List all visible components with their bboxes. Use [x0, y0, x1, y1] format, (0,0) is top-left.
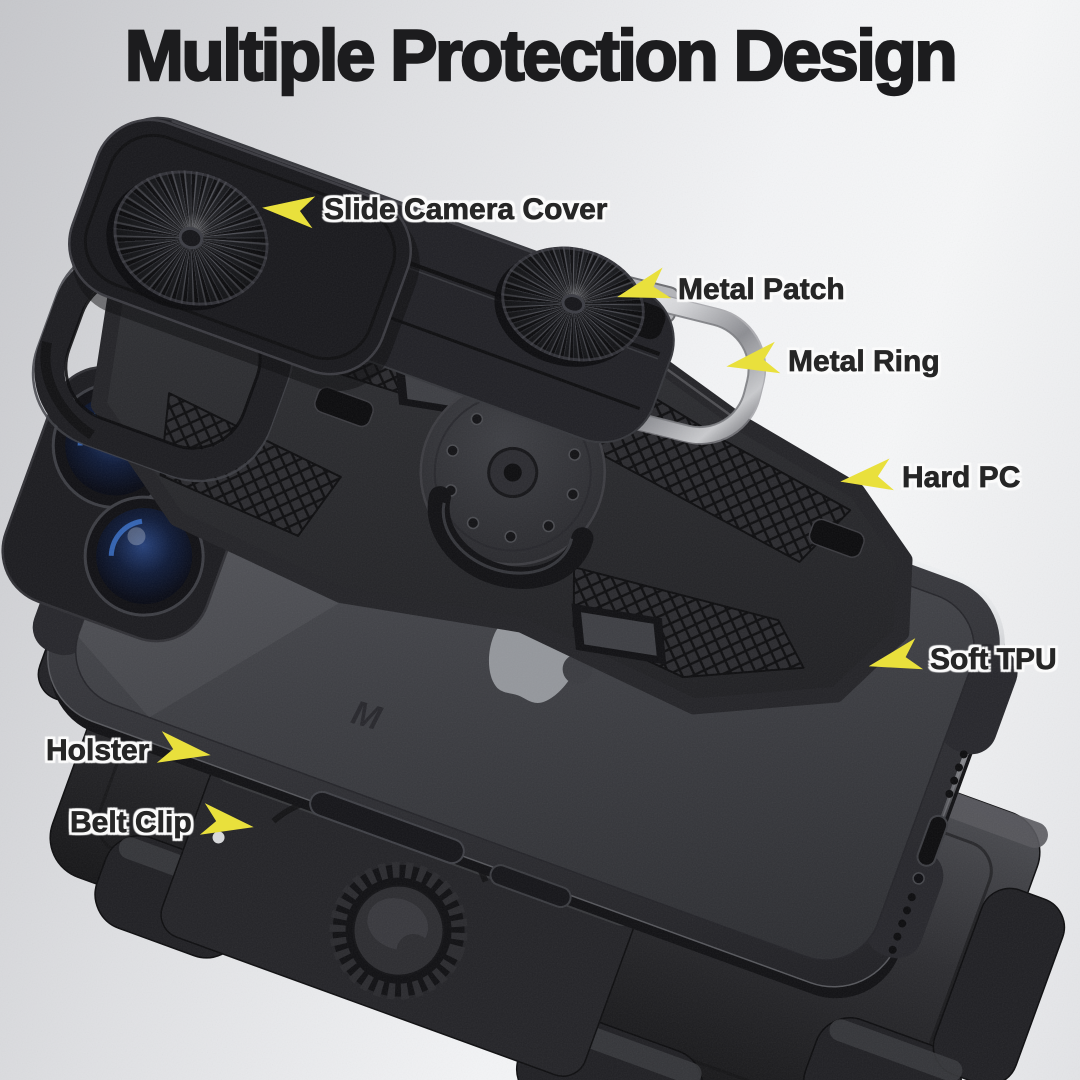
arrow-left-icon	[726, 341, 781, 374]
callout-label: Slide Camera Cover	[324, 193, 608, 227]
arrow-left-icon	[617, 267, 672, 299]
arrow-left-icon	[840, 458, 894, 491]
callout-label: Metal Patch	[678, 273, 845, 307]
callout-metal-patch: Metal Patch	[616, 267, 845, 308]
callout-label: Soft TPU	[930, 643, 1057, 677]
arrow-left-icon	[868, 638, 924, 670]
callout-label: Belt Clip	[70, 806, 192, 840]
callout-label: Holster	[46, 734, 150, 768]
callout-holster: Holster	[46, 731, 212, 769]
callout-slide-camera-cover: Slide Camera Cover	[262, 192, 608, 229]
arrow-left-icon	[262, 196, 316, 229]
callout-label: Hard PC	[902, 461, 1021, 495]
callout-metal-ring: Metal Ring	[726, 341, 940, 380]
arrow-right-icon	[157, 731, 212, 763]
callout-label: Metal Ring	[788, 345, 940, 379]
callout-hard-pc: Hard PC	[840, 458, 1021, 496]
callout-soft-tpu: Soft TPU	[868, 638, 1057, 678]
callout-belt-clip: Belt Clip	[70, 803, 254, 841]
arrow-right-icon	[199, 803, 254, 835]
page-title: Multiple Protection Design	[124, 16, 959, 97]
